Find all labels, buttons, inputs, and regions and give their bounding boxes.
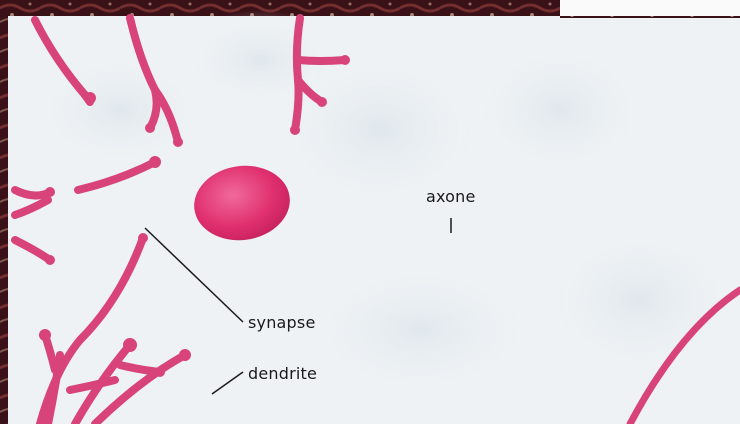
synapse-label: synapse [248, 313, 316, 332]
axone-label: axone [426, 187, 476, 206]
dendrite-label: dendrite [248, 364, 317, 383]
